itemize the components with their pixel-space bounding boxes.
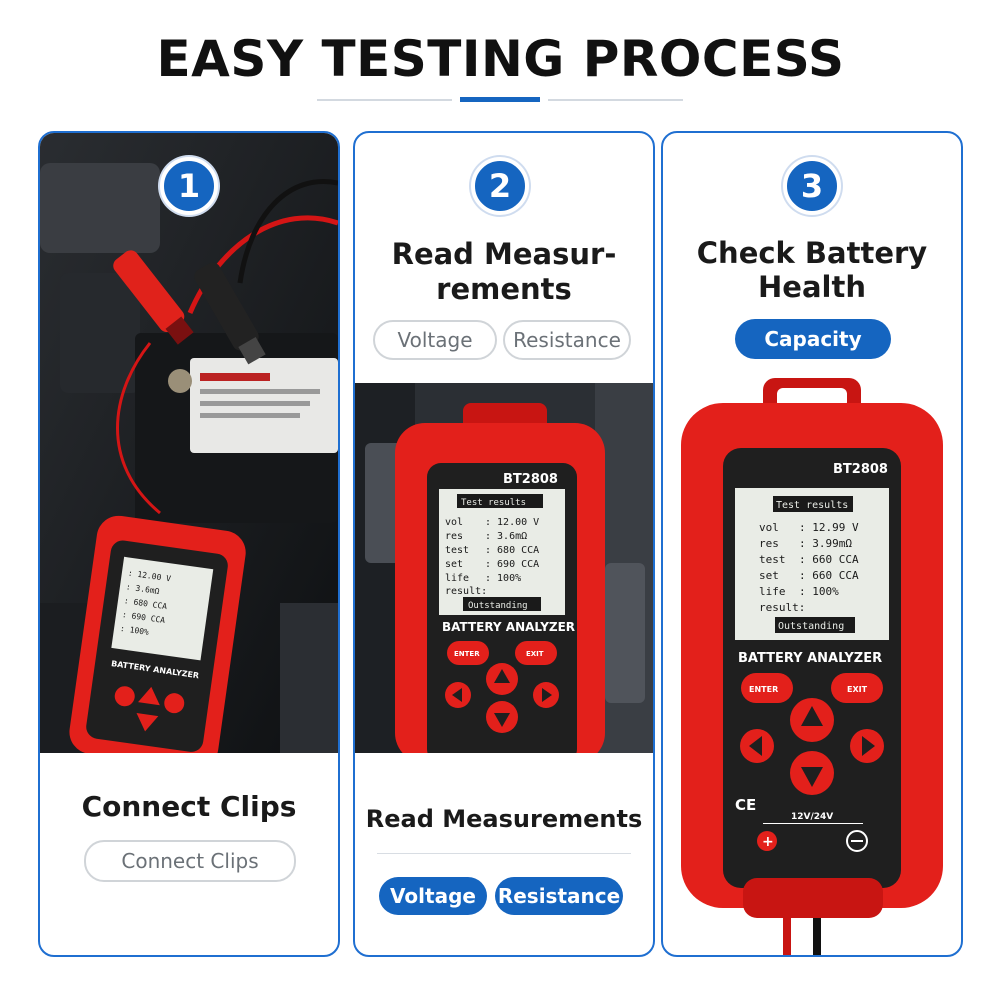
device3-value-life: : 100% [799,585,839,598]
device3-voltage-range: 12V/24V [791,812,833,822]
caption-divider [377,853,631,854]
device2-result: Outstanding [468,601,528,611]
step-number-badge: 3 [783,157,841,215]
tag-voltage-bottom: Voltage [379,877,487,915]
device3-label-life: life [759,585,786,598]
device3-result-label: result: [759,601,805,614]
tag-capacity: Capacity [735,319,891,359]
device2-label-life: life [445,573,469,584]
step-heading-line-1: Read Measur- [391,237,617,271]
device2-value-vol: : 12.00 V [485,517,539,528]
analyzer-device-illustration: BT2808 Test results vol : 12.00 V res : … [355,383,653,753]
device2-value-life: : 100% [485,573,521,584]
device2-result-label: result: [445,586,487,597]
device2-exit-label: EXIT [526,650,544,658]
step-caption: Connect Clips [81,790,297,823]
analyzer-device-full-illustration: BT2808 Test results vol : 12.99 V res : … [681,378,943,955]
title-accent-bar [460,97,540,102]
device3-label-res: res [759,537,779,550]
device2-label-test: test [445,545,469,556]
device2-label-res: res [445,531,463,542]
clip-connection-illustration: : 12.00 V : 3.6mΩ : 680 CCA : 690 CCA : … [40,133,338,753]
device3-enter-label: ENTER [749,685,778,694]
page-title: EASY TESTING PROCESS [156,30,845,88]
device3-value-test: : 660 CCA [799,553,859,566]
tag-resistance: Resistance [503,320,631,360]
device2-value-set: : 690 CCA [485,559,539,570]
device1-row-5: : 100% [120,624,150,637]
tag-connect-clips: Connect Clips [84,840,296,882]
step-number-badge: 2 [471,157,529,215]
device3-brand-line: BATTERY ANALYZER [738,651,882,666]
device2-value-res: : 3.6mΩ [485,531,527,542]
device3-value-set: : 660 CCA [799,569,859,582]
title-divider-right [548,99,683,101]
title-divider-left [317,99,452,101]
tag-voltage: Voltage [373,320,497,360]
device3-value-res: : 3.99mΩ [799,537,852,550]
device-product-photo: BT2808 Test results vol : 12.99 V res : … [663,378,961,955]
step-heading-line-2: rements [436,272,572,306]
device2-value-test: : 680 CCA [485,545,539,556]
step-caption: Read Measurements [365,805,643,833]
device3-ce-mark: CE [735,796,756,814]
device2-label-vol: vol [445,517,463,528]
engine-bay-photo: : 12.00 V : 3.6mΩ : 680 CCA : 690 CCA : … [40,133,338,753]
device3-screen-header: Test results [776,500,848,511]
device3-model: BT2808 [833,462,888,477]
step-heading-line-1: Check Battery [696,236,928,270]
device-closeup-photo: BT2808 Test results vol : 12.00 V res : … [355,383,653,753]
device3-label-test: test [759,553,786,566]
tag-resistance-bottom: Resistance [495,877,623,915]
device3-value-vol: : 12.99 V [799,521,859,534]
step-card-check-battery-health: 3 Check Battery Health Capacity BT2808 T… [661,131,963,957]
step-number-badge: 1 [160,157,218,215]
device2-screen-header: Test results [461,498,526,508]
device3-label-vol: vol [759,521,779,534]
device2-enter-label: ENTER [454,650,480,658]
device2-brand-line: BATTERY ANALYZER [442,620,575,634]
device3-exit-label: EXIT [847,685,868,694]
svg-text:+: + [762,834,774,850]
step-heading-line-2: Health [758,270,866,304]
step-card-connect-clips: : 12.00 V : 3.6mΩ : 680 CCA : 690 CCA : … [38,131,340,957]
device2-model: BT2808 [503,472,558,487]
device3-result: Outstanding [778,621,844,632]
step-card-read-measurements: 2 Read Measur- rements Voltage Resistanc… [353,131,655,957]
device2-label-set: set [445,559,463,570]
device3-label-set: set [759,569,779,582]
